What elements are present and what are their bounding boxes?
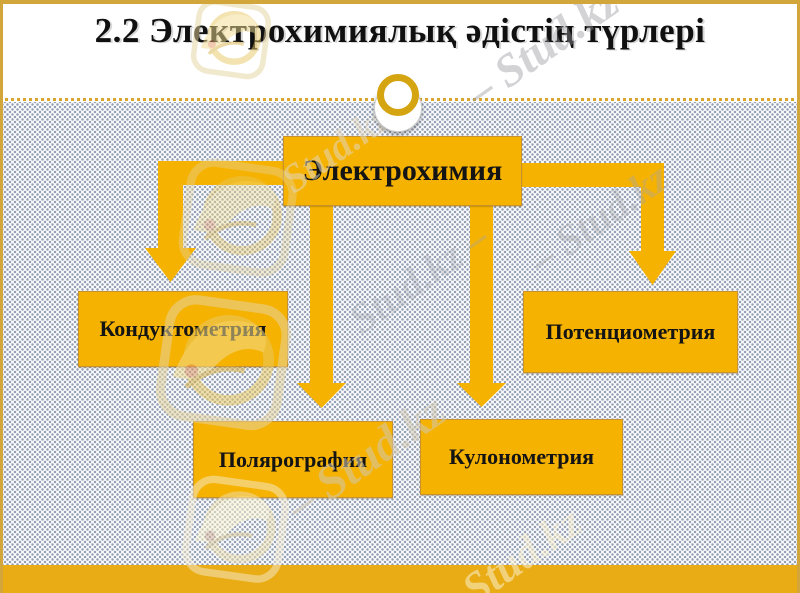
- arrow-to-coulometry: [457, 206, 506, 407]
- node-label: Полярография: [218, 446, 368, 472]
- node-coulometry: Кулонометрия: [420, 419, 623, 495]
- node-label: Кулонометрия: [448, 444, 595, 470]
- arrow-to-polarography: [297, 206, 346, 408]
- footer-bar: [0, 565, 800, 593]
- node-label: Потенциометрия: [545, 319, 716, 345]
- arrow-to-conductometry: [145, 161, 283, 282]
- node-label: Кондуктометрия: [99, 316, 267, 342]
- node-polarography: Полярография: [193, 421, 393, 498]
- node-electrochemistry: Электрохимия: [283, 136, 522, 206]
- node-potentiometry: Потенциометрия: [523, 291, 738, 373]
- node-conductometry: Кондуктометрия: [78, 291, 288, 367]
- node-label: Электрохимия: [302, 154, 503, 188]
- arrow-to-potentiometry: [522, 163, 676, 285]
